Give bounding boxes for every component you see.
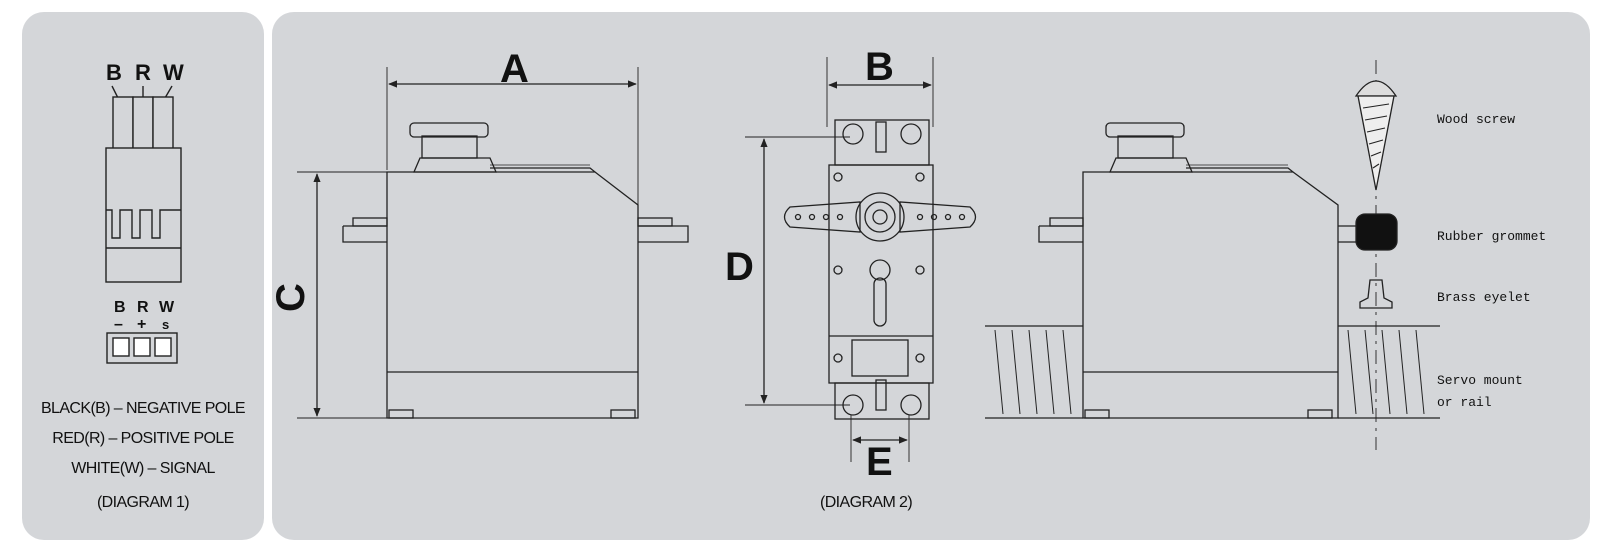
diagram1-caption: (DIAGRAM 1) xyxy=(96,494,190,511)
pin-b xyxy=(112,337,130,357)
wire-label-b: B xyxy=(106,60,122,85)
pin-letter-r: R xyxy=(137,299,149,316)
dimension-a-label: A xyxy=(500,47,529,91)
pin-polarity-r: + xyxy=(137,316,146,333)
pin-polarity-b: – xyxy=(114,316,123,333)
legend-red: RED(R) – POSITIVE POLE xyxy=(52,430,234,447)
mounting-view xyxy=(985,60,1440,450)
servo-top-view xyxy=(745,57,977,462)
wood-screw-label: Wood screw xyxy=(1437,112,1516,127)
pin-letter-w: W xyxy=(159,299,175,316)
wire-black xyxy=(112,96,134,150)
rubber-grommet-label: Rubber grommet xyxy=(1437,229,1547,244)
legend-black: BLACK(B) – NEGATIVE POLE xyxy=(40,400,246,417)
legend-white: WHITE(W) – SIGNAL xyxy=(71,460,215,477)
pin-w xyxy=(154,337,172,357)
dimension-e-label: E xyxy=(866,440,893,484)
pin-labels: B R W – + s xyxy=(114,299,175,333)
dimension-d-label: D xyxy=(725,245,754,289)
pin-r xyxy=(133,337,151,357)
dimension-b-label: B xyxy=(865,45,894,89)
servo-mount-label: Servo mount or rail xyxy=(1437,373,1523,410)
pin-polarity-w: s xyxy=(162,317,169,332)
dimension-c-label: C xyxy=(269,283,313,312)
wire-label-w: W xyxy=(163,60,184,85)
wire-label-r: R xyxy=(135,60,151,85)
servo-side-view xyxy=(297,67,689,419)
rubber-grommet-shape xyxy=(1355,213,1398,251)
diagram2-caption: (DIAGRAM 2) xyxy=(820,494,913,511)
brass-eyelet-label: Brass eyelet xyxy=(1437,290,1531,305)
wire-red xyxy=(132,96,154,150)
pin-letter-b: B xyxy=(114,299,126,316)
connector-drawing: B R W xyxy=(105,60,184,364)
connector-housing xyxy=(105,147,182,283)
wire-white xyxy=(152,96,174,150)
